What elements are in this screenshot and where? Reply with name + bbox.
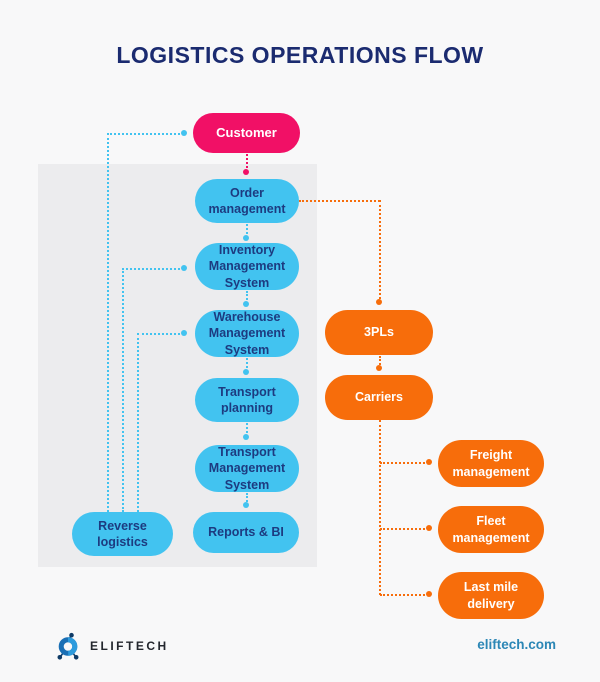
edge-reverse-inventory-vertical xyxy=(122,268,124,512)
edge-carriers-trunk xyxy=(379,420,381,595)
edge-order-inventory xyxy=(246,224,248,238)
node-transport-planning: Transport planning xyxy=(195,378,299,422)
node-tms-label: Transport Management System xyxy=(208,445,286,492)
edge-order-3pls-horizontal xyxy=(299,200,380,202)
arrow-dot-inventory-warehouse xyxy=(243,301,249,307)
arrow-dot-reverse-customer xyxy=(181,130,187,136)
node-3pls: 3PLs xyxy=(325,310,433,355)
edge-reverse-inventory-horizontal xyxy=(122,268,184,270)
node-warehouse-management-system: Warehouse Management System xyxy=(195,310,299,357)
node-last-mile-delivery: Last mile delivery xyxy=(438,572,544,619)
arrow-dot-tplanning-tms xyxy=(243,434,249,440)
edge-reverse-customer-vertical xyxy=(107,133,109,512)
node-reports-bi: Reports & BI xyxy=(193,512,299,553)
node-carriers-label: Carriers xyxy=(355,390,403,405)
brand-name: ELIFTECH xyxy=(90,639,169,653)
edge-warehouse-tplanning xyxy=(246,358,248,372)
node-customer-label: Customer xyxy=(216,124,277,140)
arrow-dot-tms-reports xyxy=(243,502,249,508)
node-order-management-label: Order management xyxy=(208,185,286,216)
arrow-dot-reverse-warehouse xyxy=(181,330,187,336)
node-transport-management-system: Transport Management System xyxy=(195,445,299,492)
node-freight-label: Freight management xyxy=(452,448,530,479)
edge-3pls-carriers xyxy=(379,356,381,369)
node-reports-bi-label: Reports & BI xyxy=(208,525,284,540)
edge-customer-order xyxy=(246,154,248,172)
node-3pls-label: 3PLs xyxy=(364,325,394,340)
node-reverse-logistics: Reverse logistics xyxy=(72,512,173,556)
edge-order-3pls-vertical xyxy=(379,200,381,303)
node-transport-planning-label: Transport planning xyxy=(218,384,276,415)
node-reverse-logistics-label: Reverse logistics xyxy=(97,518,148,549)
edge-reverse-customer-horizontal xyxy=(107,133,184,135)
edge-reverse-warehouse-vertical xyxy=(137,333,139,512)
edge-reverse-warehouse-horizontal xyxy=(137,333,184,335)
edge-carriers-fleet xyxy=(380,528,429,530)
website-link[interactable]: eliftech.com xyxy=(477,637,556,652)
arrow-dot-customer-order xyxy=(243,169,249,175)
arrow-dot-carriers-lastmile xyxy=(426,591,432,597)
node-fleet-label: Fleet management xyxy=(452,514,530,545)
internal-systems-panel xyxy=(38,164,317,567)
arrow-dot-carriers-fleet xyxy=(426,525,432,531)
eliftech-logo-icon xyxy=(55,631,81,661)
node-inventory-label: Inventory Management System xyxy=(208,243,286,290)
node-inventory-management-system: Inventory Management System xyxy=(195,243,299,290)
arrow-dot-carriers-freight xyxy=(426,459,432,465)
node-fleet-management: Fleet management xyxy=(438,506,544,553)
arrow-dot-reverse-inventory xyxy=(181,265,187,271)
edge-carriers-freight xyxy=(380,462,429,464)
page-title: LOGISTICS OPERATIONS FLOW xyxy=(116,42,484,68)
arrow-dot-3pls-carriers xyxy=(376,365,382,371)
node-order-management: Order management xyxy=(195,179,299,223)
edge-tms-reports xyxy=(246,493,248,505)
arrow-dot-order-3pls xyxy=(376,299,382,305)
node-warehouse-label: Warehouse Management System xyxy=(208,310,286,357)
edge-tplanning-tms xyxy=(246,423,248,437)
node-last-mile-label: Last mile delivery xyxy=(463,580,519,611)
arrow-dot-warehouse-tplanning xyxy=(243,369,249,375)
brand-lockup: ELIFTECH xyxy=(55,631,169,661)
node-freight-management: Freight management xyxy=(438,440,544,487)
edge-inventory-warehouse xyxy=(246,291,248,304)
node-carriers: Carriers xyxy=(325,375,433,420)
arrow-dot-order-inventory xyxy=(243,235,249,241)
edge-carriers-lastmile xyxy=(380,594,429,596)
node-customer: Customer xyxy=(193,113,300,153)
